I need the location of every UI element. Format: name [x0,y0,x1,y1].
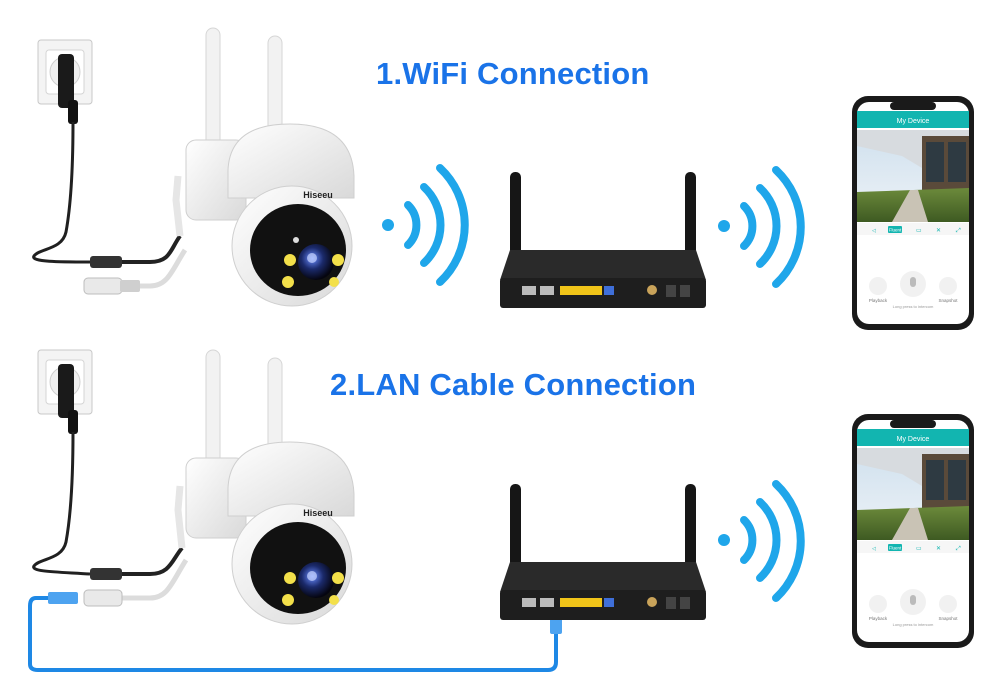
quality-badge[interactable]: Fluent [889,228,902,233]
intercom-hint: Long press to intercom [893,304,934,309]
power-outlet-icon [37,39,93,124]
snapshot-button[interactable]: Snapshot [938,298,958,303]
svg-text:◁: ◁ [872,228,876,234]
wifi-signal-icon [718,166,805,288]
lan-cable [28,596,558,672]
ptz-camera-icon: Hiseeu [185,27,355,307]
snapshot-button[interactable]: Snapshot [938,616,958,621]
svg-text:⤢: ⤢ [956,227,961,234]
playback-button[interactable]: Playback [869,298,888,303]
dc-connector-icon [83,175,188,295]
router-icon [500,484,706,620]
svg-text:◁: ◁ [872,546,876,552]
dc-connector-icon [48,485,189,607]
wifi-signal-icon [382,164,469,286]
wifi-signal-icon [718,480,805,602]
playback-button[interactable]: Playback [869,616,888,621]
quality-badge[interactable]: Fluent [889,546,902,551]
camera-brand-label: Hiseeu [303,190,333,200]
intercom-hint: Long press to intercom [893,622,934,627]
svg-text:▭: ▭ [916,228,922,234]
ptz-camera-icon: Hiseeu [185,349,355,625]
svg-text:✕: ✕ [936,228,941,234]
phone-header-title: My Device [897,436,930,443]
lan-section: Hiseeu [28,349,974,672]
wifi-connection-title: 1.WiFi Connection [376,56,650,91]
lan-connection-title: 2.LAN Cable Connection [330,367,697,402]
svg-text:⤢: ⤢ [956,545,961,552]
svg-text:✕: ✕ [936,546,941,552]
smartphone-icon: My Device ◁ Fluent ▭ ✕ ⤢ Playback Snapsh… [852,414,974,648]
wifi-section: Hiseeu [32,27,974,330]
phone-header-title: My Device [897,118,930,125]
power-outlet-icon [37,349,93,434]
camera-brand-label: Hiseeu [303,508,333,518]
router-icon [500,172,706,308]
smartphone-icon: My Device ◁ Fluent ▭ ✕ ⤢ Playback Snapsh… [852,96,974,330]
svg-text:▭: ▭ [916,546,922,552]
